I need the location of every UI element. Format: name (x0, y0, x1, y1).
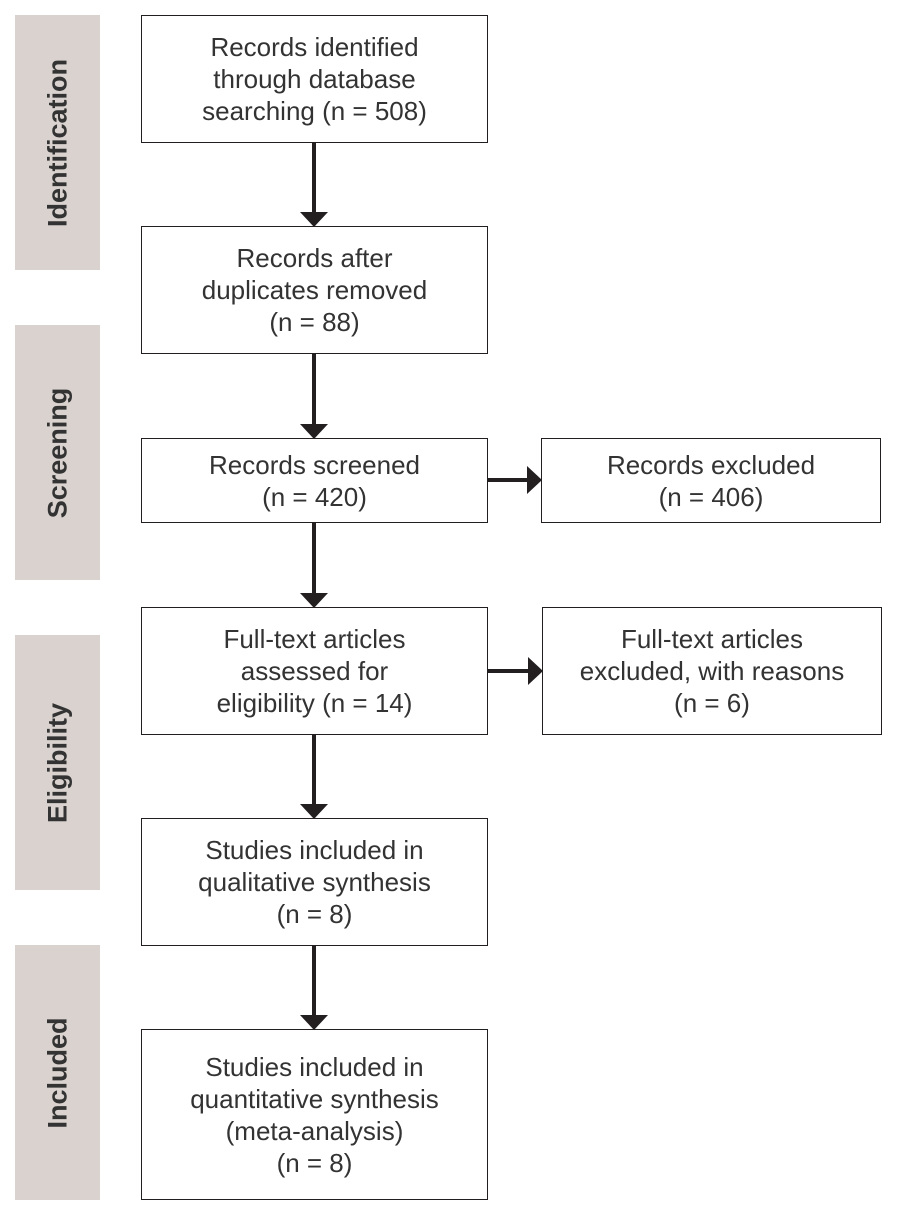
box-records-identified: Records identified through database sear… (141, 15, 488, 143)
box-records-excluded: Records excluded (n = 406) (541, 438, 881, 523)
box-records-identified-text: Records identified through database sear… (202, 32, 427, 126)
stage-included: Included (15, 945, 100, 1200)
box-records-after-duplicates-text: Records after duplicates removed (n = 88… (201, 243, 428, 337)
stage-screening: Screening (15, 325, 100, 580)
box-qualitative-synthesis-text: Studies included in qualitative synthesi… (198, 835, 431, 929)
box-quantitative-synthesis-text: Studies included in quantitative synthes… (190, 1051, 439, 1178)
stage-label-eligibility: Eligibility (42, 702, 72, 823)
box-records-screened-text: Records screened (n = 420) (209, 449, 420, 512)
box-fulltext-assessed-text: Full-text articles assessed for eligibil… (216, 624, 413, 718)
box-quantitative-synthesis: Studies included in quantitative synthes… (141, 1029, 488, 1200)
arrowhead-7 (528, 657, 543, 685)
stage-label-included: Included (42, 1016, 72, 1129)
box-records-excluded-text: Records excluded (n = 406) (606, 449, 816, 512)
stage-eligibility: Eligibility (15, 635, 100, 890)
arrowhead-1 (300, 212, 328, 227)
box-fulltext-excluded: Full-text articles excluded, with reason… (542, 607, 882, 735)
box-records-screened: Records screened (n = 420) (141, 438, 488, 523)
arrowhead-6 (527, 466, 542, 494)
stage-label-identification: Identification (42, 58, 72, 227)
arrowhead-5 (300, 1015, 328, 1030)
arrowhead-4 (300, 804, 328, 819)
arrowhead-3 (300, 593, 328, 608)
arrowhead-2 (300, 424, 328, 439)
box-fulltext-assessed: Full-text articles assessed for eligibil… (141, 607, 488, 735)
box-fulltext-excluded-text: Full-text articles excluded, with reason… (579, 624, 845, 718)
box-records-after-duplicates: Records after duplicates removed (n = 88… (141, 226, 488, 354)
stage-label-screening: Screening (42, 387, 72, 518)
box-qualitative-synthesis: Studies included in qualitative synthesi… (141, 818, 488, 946)
stage-identification: Identification (15, 15, 100, 270)
